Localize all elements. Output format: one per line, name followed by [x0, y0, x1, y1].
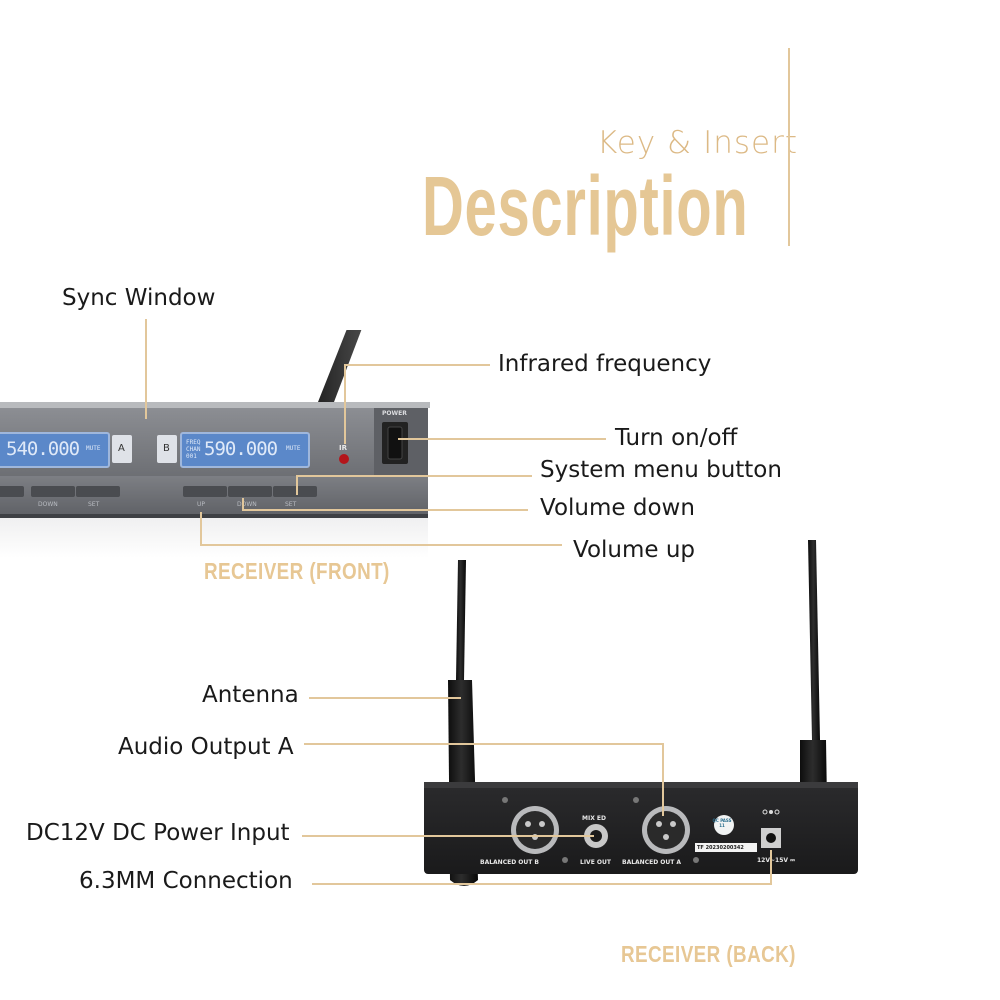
- live-out-label: LIVE OUT: [580, 859, 611, 866]
- line-system-menu-h: [296, 475, 532, 477]
- line-antenna: [309, 697, 461, 699]
- line-sync-window: [145, 319, 147, 419]
- out-b-label: BALANCED OUT B: [480, 859, 540, 866]
- heading-divider: [788, 48, 790, 246]
- set-button-a[interactable]: [76, 486, 120, 497]
- mixed-label: MIX ED: [582, 815, 606, 822]
- heading-small: Key & Insert: [597, 125, 798, 161]
- line-dc-power: [302, 835, 594, 837]
- channel-b-label: B: [163, 443, 170, 454]
- lcd-mute-b: MUTE: [286, 445, 301, 452]
- line-volume-up-h: [200, 544, 562, 546]
- label-connection: 6.3MM Connection: [79, 868, 293, 894]
- line-audio-output-a-h: [304, 743, 664, 745]
- ir-label: IR: [339, 444, 347, 452]
- section-receiver-front: RECEIVER (FRONT): [204, 558, 390, 584]
- label-antenna: Antenna: [202, 682, 299, 708]
- lcd-display-b: FREQ CHAN 001 590.000 MUTE: [180, 432, 310, 468]
- power-label: POWER: [382, 410, 407, 417]
- lcd-mute-a: MUTE: [86, 445, 101, 452]
- lcd-info-b: FREQ CHAN 001: [186, 439, 201, 460]
- xlr-output-b[interactable]: [511, 806, 559, 854]
- up-label-b: UP: [197, 501, 206, 508]
- label-sync-window: Sync Window: [62, 285, 216, 311]
- down-button-b[interactable]: [228, 486, 272, 497]
- dc-power-jack[interactable]: [761, 828, 781, 848]
- qc-sticker: QC PASS 11: [712, 818, 732, 828]
- lcd-frequency-a: 540.000: [6, 438, 80, 460]
- down-button-a[interactable]: [31, 486, 75, 497]
- label-volume-up: Volume up: [573, 537, 696, 563]
- line-connection-h: [312, 883, 772, 885]
- serial-sticker: TF 20230200342: [697, 845, 744, 851]
- set-label-b: SET: [285, 501, 297, 508]
- out-a-label: BALANCED OUT A: [622, 859, 682, 866]
- line-volume-down-v: [242, 498, 244, 511]
- line-infrared-h: [344, 364, 490, 366]
- power-switch[interactable]: [382, 422, 408, 464]
- lcd-frequency-b: 590.000: [204, 438, 278, 460]
- line-audio-output-a-v: [662, 743, 664, 816]
- lcd-display-a: 540.000 MUTE: [0, 432, 110, 468]
- label-infrared: Infrared frequency: [498, 351, 712, 377]
- down-label-a: DOWN: [38, 501, 58, 508]
- channel-a-label: A: [118, 443, 125, 454]
- line-volume-up-v: [200, 512, 202, 546]
- label-audio-output-a: Audio Output A: [118, 734, 294, 760]
- set-label-a: SET: [88, 501, 100, 508]
- xlr-output-a[interactable]: [642, 806, 690, 854]
- line-system-menu-v: [296, 475, 298, 495]
- line-volume-down-h: [242, 509, 528, 511]
- ir-sensor: [339, 454, 349, 464]
- heading-large: Description: [422, 159, 749, 253]
- line-turn-on-off: [398, 438, 606, 440]
- channel-a-tab: A: [112, 435, 132, 463]
- label-system-menu: System menu button: [540, 457, 782, 483]
- line-infrared-v: [344, 364, 346, 444]
- channel-b-tab: B: [157, 435, 177, 463]
- label-turn-on-off: Turn on/off: [615, 425, 738, 451]
- down-label-b: DOWN: [237, 501, 257, 508]
- up-button-b[interactable]: [183, 486, 227, 497]
- up-button-a[interactable]: [0, 486, 24, 497]
- label-volume-down: Volume down: [540, 495, 695, 521]
- set-button-b[interactable]: [273, 486, 317, 497]
- label-dc-power: DC12V DC Power Input: [26, 820, 290, 846]
- receiver-back-body: [424, 540, 858, 886]
- section-receiver-back: RECEIVER (BACK): [621, 941, 796, 967]
- line-connection-v: [770, 850, 772, 885]
- dc-in-label: 12V~15V ⎓: [757, 857, 795, 864]
